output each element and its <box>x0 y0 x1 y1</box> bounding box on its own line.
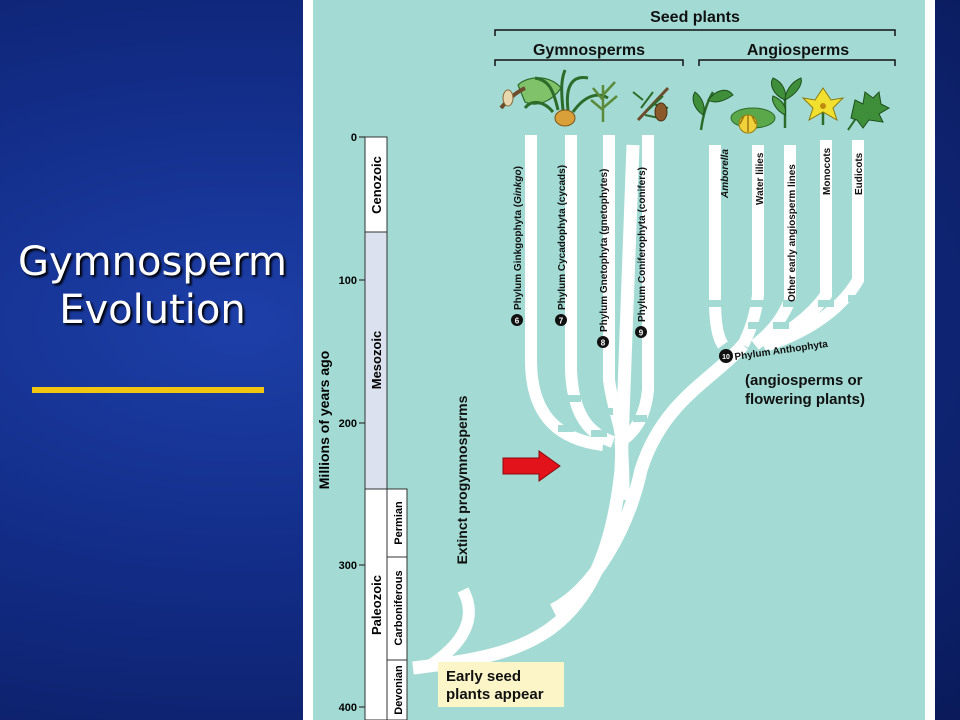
seed-plants-label: Seed plants <box>650 9 740 26</box>
header-brackets <box>494 29 896 66</box>
number-badge-10 <box>719 349 733 363</box>
early-seed-line1: Early seed <box>446 668 521 685</box>
era-cenozoic: Cenozoic <box>369 156 384 214</box>
number-badge-8 <box>597 336 609 348</box>
phylogeny-diagram: Seed plants Gymnosperms Angiosperms Ceno… <box>316 9 896 720</box>
number-badge-6 <box>511 314 523 326</box>
number-6: 6 <box>515 317 520 326</box>
period-carboniferous: Carboniferous <box>393 570 405 645</box>
slide-title-line1: Gymnosperm <box>17 239 287 285</box>
period-devonian: Devonian <box>393 665 405 715</box>
slide-title: Gymnosperm Evolution <box>0 238 305 334</box>
time-axis-label: Millions of years ago <box>316 351 332 489</box>
number-8: 8 <box>601 339 606 348</box>
label-coniferophyta: Phylum Coniferophyta (conifers) <box>637 167 648 322</box>
label-water-lilies: Water lilies <box>755 152 766 205</box>
figure-panel: Seed plants Gymnosperms Angiosperms Ceno… <box>303 0 935 720</box>
number-badge-7 <box>555 314 567 326</box>
cycad-icon <box>523 69 609 127</box>
label-extinct-progymnosperms: Extinct progymnosperms <box>454 395 470 564</box>
amborella-icon <box>692 89 734 131</box>
number-10: 10 <box>722 354 730 361</box>
tick-200: 200 <box>339 418 357 430</box>
title-underline <box>32 387 264 393</box>
ginkgo-leaf-icon <box>499 77 562 110</box>
slide-title-line2: Evolution <box>59 287 246 333</box>
conifer-icon <box>632 86 670 122</box>
cycad-branch <box>565 135 616 448</box>
angiosperm-note-line1: (angiosperms or <box>745 372 863 389</box>
angiosperm-note-line2: flowering plants) <box>745 391 865 408</box>
timescale: Cenozoic Mesozoic Paleozoic Permian Carb… <box>316 132 408 720</box>
label-monocots: Monocots <box>822 147 833 195</box>
label-gnetophyta: Phylum Gnetophyta (gnetophytes) <box>599 169 610 332</box>
early-seed-line2: plants appear <box>446 686 544 703</box>
water-lily-icon <box>730 107 776 134</box>
label-other-early-angiosperm-lines: Other early angiosperm lines <box>787 164 798 302</box>
early-seed-plants-box <box>438 662 564 707</box>
label-eudicots: Eudicots <box>854 152 865 195</box>
label-ginkgophyta: Phylum Ginkgophyta (Ginkgo) <box>513 166 524 310</box>
tick-300: 300 <box>339 560 357 572</box>
gymnosperms-label: Gymnosperms <box>533 42 645 59</box>
tick-100: 100 <box>339 275 357 287</box>
ginkgo-branch <box>525 135 604 451</box>
monocot-flower-icon <box>801 87 845 125</box>
red-arrow-icon <box>502 450 561 482</box>
tick-0: 0 <box>351 132 357 144</box>
gymnosperm-stem <box>614 439 630 501</box>
angiosperm-stem <box>549 340 748 616</box>
period-permian: Permian <box>393 501 405 545</box>
label-cycadophyta: Phylum Cycadophyta (cycads) <box>557 165 568 310</box>
seed-plant-trunk <box>412 144 640 675</box>
era-mesozoic: Mesozoic <box>369 331 384 390</box>
taxon-labels: 6 Phylum Ginkgophyta (Ginkgo) 7 Phylum C… <box>511 147 865 348</box>
number-9: 9 <box>639 329 644 338</box>
uncertainty-gaps <box>523 295 864 437</box>
early-angiosperm-icon <box>771 77 802 128</box>
label-amborella: Amborella <box>720 149 731 199</box>
tick-400: 400 <box>339 702 357 714</box>
number-7: 7 <box>559 317 564 326</box>
gnetophyte-icon <box>590 81 618 122</box>
devonian-band <box>386 659 408 720</box>
number-badge-9 <box>635 326 647 338</box>
angiosperms-label: Angiosperms <box>747 42 849 59</box>
progymnosperm-branch <box>427 587 475 670</box>
era-paleozoic: Paleozoic <box>369 575 384 635</box>
eudicot-leaf-icon <box>847 90 891 131</box>
eudicot-branch <box>766 140 864 351</box>
